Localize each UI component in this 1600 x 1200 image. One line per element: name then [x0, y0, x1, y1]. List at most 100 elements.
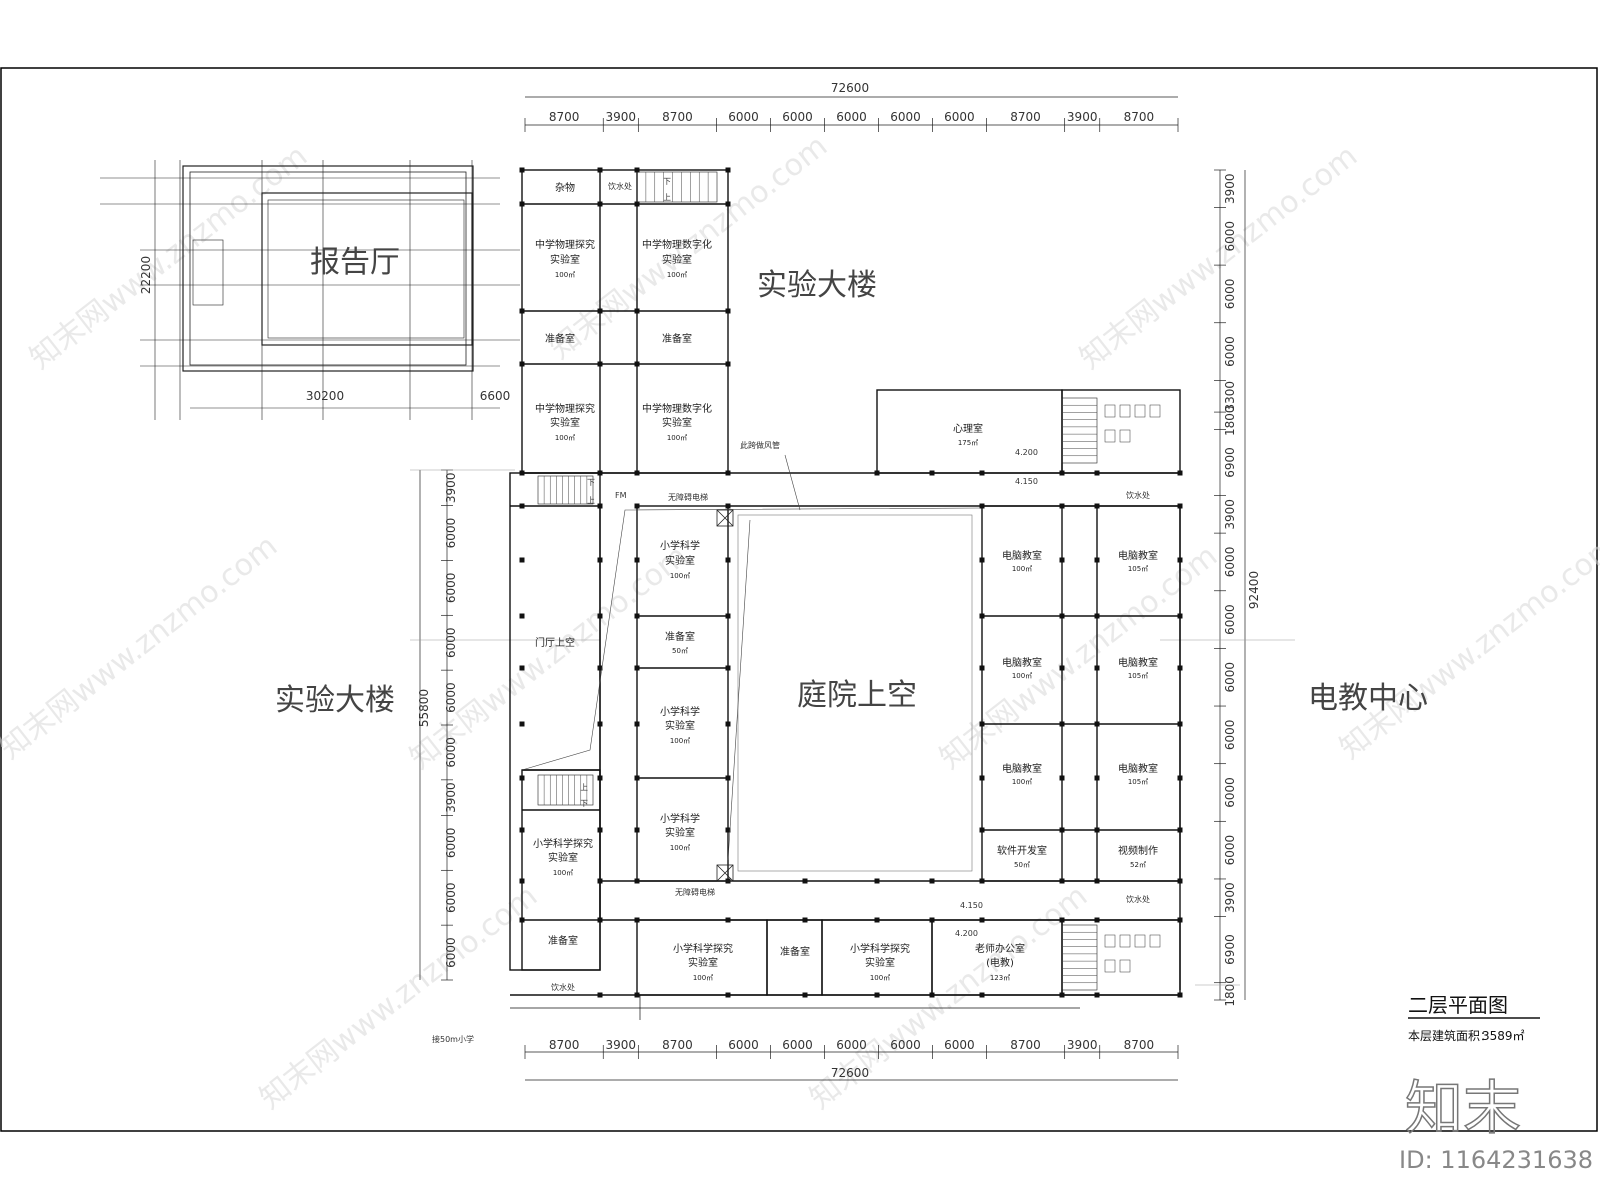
- room-phys-digital-1-area: 100㎡: [667, 271, 687, 279]
- column: [597, 167, 603, 173]
- level-mark-4: 4.200: [955, 929, 978, 938]
- dimension-value: 6000: [444, 682, 458, 713]
- dimension-value: 3900: [1067, 110, 1098, 124]
- room-office-area: 123㎡: [990, 974, 1010, 982]
- top-total-dimension: 72600: [831, 81, 869, 95]
- room-sci-1-area: 100㎡: [670, 572, 690, 580]
- column: [519, 308, 525, 314]
- column: [634, 361, 640, 367]
- room-comp-4-area: 105㎡: [1128, 672, 1148, 680]
- dimension-value: 6000: [836, 110, 867, 124]
- dimension-value: 3900: [1223, 882, 1237, 913]
- dimension-value: 8700: [662, 1038, 693, 1052]
- dimension-value: 8700: [549, 1038, 580, 1052]
- column: [634, 775, 640, 781]
- room-video: 视频制作: [1118, 844, 1158, 857]
- column: [634, 201, 640, 207]
- watermark-text: 知末网www.znzmo.com: [23, 138, 314, 376]
- stair-down-2: 下: [580, 799, 588, 808]
- dimension-value: 6000: [444, 573, 458, 604]
- dimension-value: 6000: [1223, 547, 1237, 578]
- room-comp-4: 电脑教室: [1118, 656, 1158, 669]
- dimension-value: 3900: [444, 782, 458, 813]
- floor-area-value: 3589㎡: [1482, 1029, 1525, 1043]
- left-total-dimension: 55800: [417, 689, 431, 727]
- room-sci-1-sub: 实验室: [665, 554, 695, 567]
- dimension-value: 6000: [728, 1038, 759, 1052]
- dimension-lines: [419, 96, 1246, 1081]
- column: [929, 470, 935, 476]
- dimension-value: 6000: [728, 110, 759, 124]
- column: [634, 167, 640, 173]
- column: [725, 917, 731, 923]
- block-label-lab-west: 实验大楼: [275, 683, 395, 718]
- room-phys-explore-2-sub: 实验室: [550, 416, 580, 429]
- column: [725, 557, 731, 563]
- dimension-value: 8700: [662, 110, 693, 124]
- column: [1094, 503, 1100, 509]
- column: [1177, 992, 1183, 998]
- dimension-value: 6900: [1223, 447, 1237, 478]
- column: [1094, 665, 1100, 671]
- room-sci-2-sub: 实验室: [665, 719, 695, 732]
- column: [725, 775, 731, 781]
- room-phys-digital-2: 中学物理数字化: [642, 402, 712, 415]
- stair-up-1: 上: [587, 496, 595, 505]
- column: [874, 470, 880, 476]
- room-phys-explore-1-sub: 实验室: [550, 253, 580, 266]
- column: [597, 470, 603, 476]
- column: [519, 167, 525, 173]
- column: [979, 613, 985, 619]
- column: [979, 470, 985, 476]
- column: [979, 827, 985, 833]
- level-mark-3: 4.150: [960, 901, 983, 910]
- column: [725, 201, 731, 207]
- dimension-value: 8700: [1124, 110, 1155, 124]
- column: [519, 361, 525, 367]
- hall-depth-dimension: 22200: [139, 256, 153, 294]
- column: [1059, 721, 1065, 727]
- column: [725, 613, 731, 619]
- room-psych-area: 175㎡: [958, 439, 978, 447]
- room-prep-3-area: 50㎡: [672, 647, 688, 655]
- column: [1059, 992, 1065, 998]
- column: [1177, 775, 1183, 781]
- column: [929, 878, 935, 884]
- room-comp-1-area: 100㎡: [1012, 565, 1032, 573]
- column: [1059, 878, 1065, 884]
- dimension-value: 6000: [836, 1038, 867, 1052]
- dimension-value: 3900: [1223, 173, 1237, 204]
- room-sci-explore-s2: 小学科学探究: [850, 942, 910, 955]
- column: [1094, 917, 1100, 923]
- column: [634, 557, 640, 563]
- stair-down-1: 下: [587, 478, 595, 487]
- room-lobby-void: 门厅上空: [535, 636, 575, 649]
- room-comp-6: 电脑教室: [1118, 762, 1158, 775]
- column: [519, 665, 525, 671]
- column: [519, 503, 525, 509]
- floor-area-label: 本层建筑面积：: [1408, 1028, 1492, 1043]
- column: [634, 470, 640, 476]
- dimension-value: 6000: [890, 110, 921, 124]
- drawing-frame: [0, 67, 1598, 1132]
- column: [519, 827, 525, 833]
- column: [597, 503, 603, 509]
- dimension-value: 6000: [1223, 279, 1237, 310]
- column: [597, 992, 603, 998]
- room-sci-explore-s2-area: 100㎡: [870, 974, 890, 982]
- room-sci-3-sub: 实验室: [665, 826, 695, 839]
- room-sci-explore-w-area: 100㎡: [553, 869, 573, 877]
- column: [634, 917, 640, 923]
- room-water-top: 饮水处: [608, 181, 632, 191]
- hall-extra-dimension: 6600: [480, 389, 511, 403]
- column: [725, 721, 731, 727]
- column: [979, 992, 985, 998]
- column: [874, 878, 880, 884]
- room-sci-explore-s1-area: 100㎡: [693, 974, 713, 982]
- fm-mark: FM: [615, 491, 627, 500]
- room-misc: 杂物: [555, 181, 575, 194]
- room-phys-digital-1-sub: 实验室: [662, 253, 692, 266]
- room-prep-2: 准备室: [662, 332, 692, 345]
- column: [519, 721, 525, 727]
